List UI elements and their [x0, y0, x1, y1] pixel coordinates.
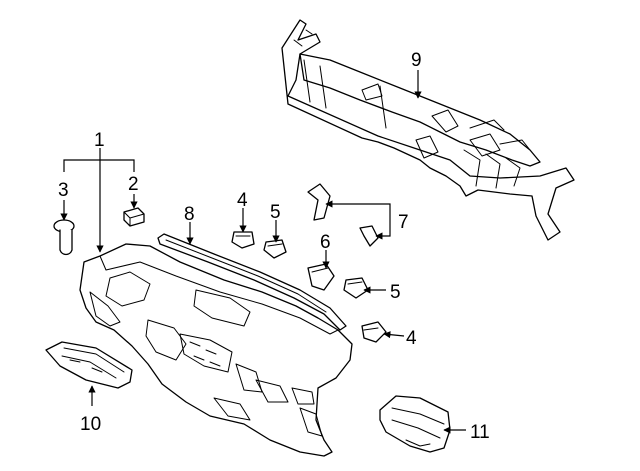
callout-3: 3	[58, 180, 69, 201]
part-2-clip	[123, 207, 145, 227]
part-10-lower-panel	[45, 341, 133, 389]
leader-lines	[60, 70, 466, 434]
part-4-bracket-upper	[231, 231, 255, 249]
part-11-duct	[379, 395, 451, 453]
callout-7: 7	[398, 212, 409, 233]
part-6-bracket	[307, 263, 335, 291]
callout-5-upper: 5	[270, 202, 281, 223]
part-5-bracket-lower	[343, 277, 369, 299]
callout-6: 6	[320, 232, 331, 253]
callout-2: 2	[128, 174, 139, 195]
part-7-brackets	[307, 183, 379, 247]
part-8-defroster-strip	[157, 233, 347, 331]
part-3-pin	[53, 219, 75, 256]
callout-9: 9	[411, 50, 422, 71]
part-4-bracket-lower	[361, 321, 387, 343]
callout-5-lower: 5	[390, 282, 401, 303]
part-9-reinforcement-bar	[281, 19, 575, 241]
callout-4-lower: 4	[406, 328, 417, 349]
part-5-bracket-upper	[263, 239, 287, 259]
callout-8: 8	[184, 204, 195, 225]
callout-11: 11	[470, 422, 490, 443]
callout-1: 1	[94, 130, 105, 151]
part-1-instrument-panel	[79, 243, 353, 457]
callout-4-upper: 4	[237, 190, 248, 211]
callout-10: 10	[80, 414, 101, 435]
callout-labels: 1 2 3 4 5 6 7 8 9 5 4 10 11	[58, 50, 490, 443]
